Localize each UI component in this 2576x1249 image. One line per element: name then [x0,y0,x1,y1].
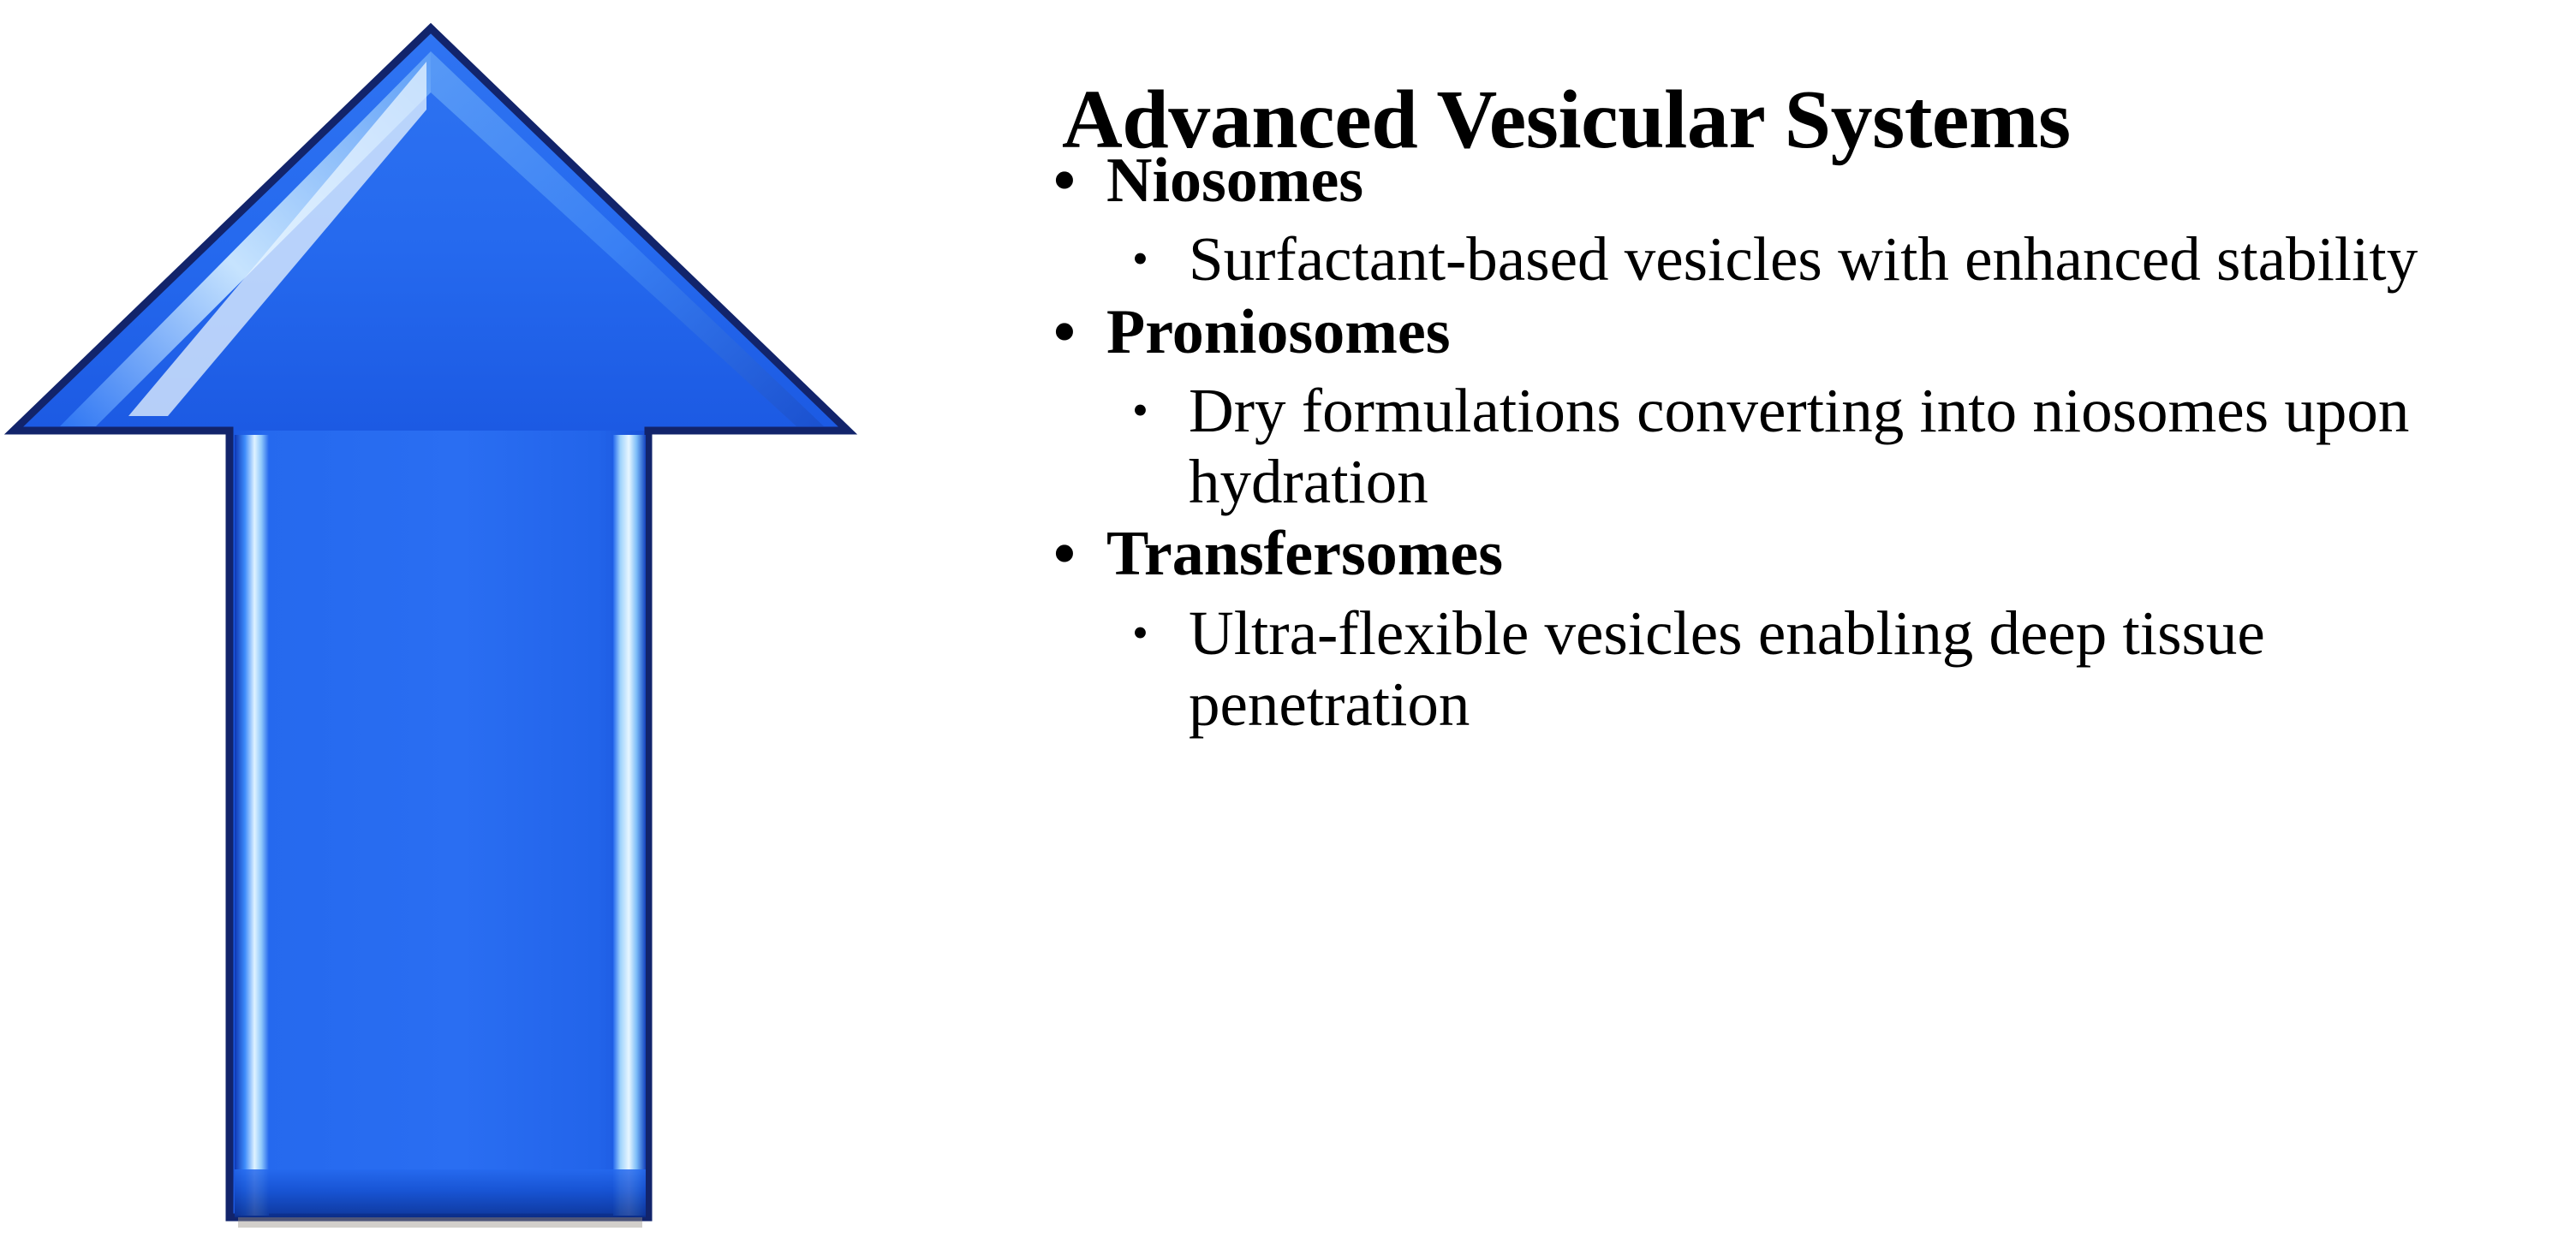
arrow-shaft-shape [230,431,648,1217]
list-item-level2-text: Dry formulations converting into niosome… [1189,375,2410,517]
list-item-level2[interactable]: • Dry formulations converting into nioso… [1053,375,2576,517]
bullet-list: • Niosomes • Surfactant-based vesicles w… [1053,144,2576,740]
shaft-bottom-bevel [235,1169,646,1217]
shaft-right-bevel-highlight [613,435,646,1216]
bullet-group: • Transfersomes • Ultra-flexible vesicle… [1053,517,2576,740]
up-arrow-svg [3,22,858,1228]
bullet-group: • Niosomes • Surfactant-based vesicles w… [1053,144,2576,295]
list-item-level1-label: Transfersomes [1106,519,1504,590]
sub-bullet-point-icon: • [1132,384,1148,436]
arrow-drop-shadow [238,1217,642,1228]
list-item-level1[interactable]: • Proniosomes [1053,295,2576,370]
list-item-level2[interactable]: • Surfactant-based vesicles with enhance… [1053,223,2576,294]
shaft-left-bevel-highlight [235,435,269,1216]
arrow-body [14,28,848,1217]
arrowhead-left-bevel [60,51,431,426]
bullet-point-icon: • [1053,296,1076,367]
list-item-level2-text: Surfactant-based vesicles with enhanced … [1189,224,2418,294]
arrowhead-right-bevel [431,51,824,426]
list-item-level1-label: Niosomes [1106,146,1364,216]
list-item-level2-text: Ultra-flexible vesicles enabling deep ti… [1189,598,2265,739]
sub-bullet-point-icon: • [1132,233,1148,285]
content-column: Advanced Vesicular Systems • Niosomes • … [1053,0,2576,1249]
list-item-level1[interactable]: • Niosomes [1053,144,2576,218]
list-item-level1[interactable]: • Transfersomes [1053,517,2576,592]
page-title: Advanced Vesicular Systems [1062,73,2071,166]
list-item-level2[interactable]: • Ultra-flexible vesicles enabling deep … [1053,598,2576,740]
list-item-level1-label: Proniosomes [1106,296,1451,367]
up-arrow-icon [0,0,891,1249]
bullet-point-icon: • [1053,519,1076,590]
bullet-group: • Proniosomes • Dry formulations convert… [1053,295,2576,518]
sub-bullet-point-icon: • [1132,606,1148,658]
arrowhead-gloss-highlight [128,62,426,416]
bullet-point-icon: • [1053,146,1076,216]
